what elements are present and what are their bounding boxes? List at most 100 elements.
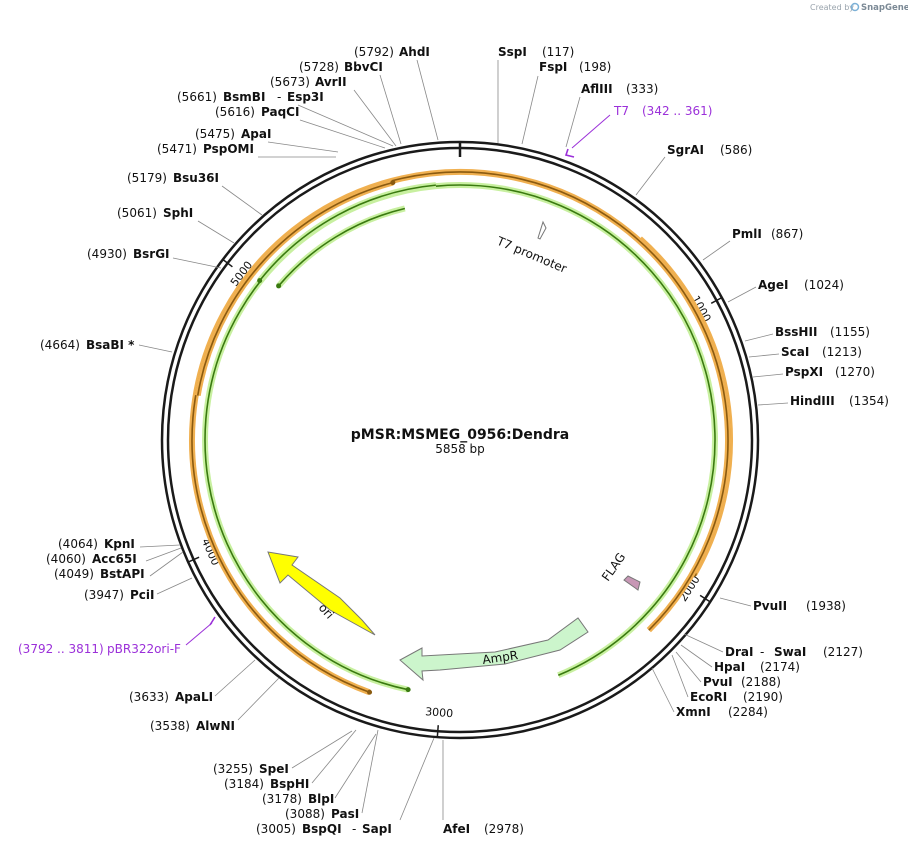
site-pcii-pos: (3947) [84,588,124,602]
site-leader-lines [138,59,789,821]
tick-mark-5000 [222,258,233,268]
orf-topleft-line[interactable] [196,181,394,396]
site-ecori-pos: (2190) [743,690,783,704]
site-bsshii-name[interactable]: BssHII [775,325,817,339]
site-pvui-name[interactable]: PvuI [703,675,733,689]
green-top-outer-line[interactable] [259,184,436,282]
site-pcii-name[interactable]: PciI [130,588,155,602]
site-bsabi-name[interactable]: BsaBI * [86,338,135,352]
site-paqci-name[interactable]: PaqCI [261,105,299,119]
site-bspqi-name[interactable]: BspQI [302,822,342,836]
site-fspi-name[interactable]: FspI [539,60,567,74]
snapgene-logo-icon [850,2,860,12]
site-pspxi-pos: (1270) [835,365,875,379]
site-sphi-name[interactable]: SphI [163,206,193,220]
site-ahdi-pos: (5792) [354,45,394,59]
site-leader-line [635,156,666,196]
site-bsrgi-pos: (4930) [87,247,127,261]
site-avrii-pos: (5673) [270,75,310,89]
site-leader-line [291,730,353,769]
site-hpai-name[interactable]: HpaI [714,660,745,674]
site-bsmbi-name[interactable]: BsmBI [223,90,265,104]
site-leader-line [671,654,689,698]
primer-pbr322ori-f[interactable]: (3792 .. 3811) pBR322ori-F [18,616,216,656]
site-acc65i-name[interactable]: Acc65I [92,552,137,566]
site-apai-name[interactable]: ApaI [241,127,271,141]
site-leader-line [727,286,757,303]
ampr-feature[interactable]: AmpR [399,617,589,682]
site-leader-line [311,729,357,784]
site-leader-line [379,74,402,145]
site-leader-line [156,577,193,595]
site-afei-name[interactable]: AfeI [443,822,470,836]
site-swai-name[interactable]: SwaI [774,645,806,659]
site-leader-line [334,733,377,799]
site-apai-pos: (5475) [195,127,235,141]
site-agei-name[interactable]: AgeI [758,278,788,292]
site-leader-line [237,677,280,721]
site-pvuii-name[interactable]: PvuII [753,599,787,613]
site-drai-pos: (2127) [823,645,863,659]
site-leader-line [565,96,581,148]
primer-pbr322ori-f-name: pBR322ori-F [107,642,181,656]
plasmid-size: 5858 bp [435,442,485,456]
site-bsphi-name[interactable]: BspHI [270,777,309,791]
site-pasi-name[interactable]: PasI [331,807,359,821]
site-leader-line [702,240,731,261]
site-apali-name[interactable]: ApaLI [175,690,213,704]
site-pvui-pos: (2188) [741,675,781,689]
tick-mark-4000 [187,556,200,563]
t7-promoter-label: T7 promoter [494,233,569,275]
site-avrii-name[interactable]: AvrII [315,75,347,89]
site-pspomi-name[interactable]: PspOMI [203,142,254,156]
primer-t7-name: T7 [613,104,629,118]
site-hindiii-pos: (1354) [849,394,889,408]
site-alwni-name[interactable]: AlwNI [196,719,235,733]
t7-promoter-feature[interactable]: T7 promoter [494,220,569,276]
site-blpi-name[interactable]: BlpI [308,792,334,806]
site-leader-line [752,373,784,378]
site-pspomi-pos: (5471) [157,142,197,156]
primer-t7[interactable]: T7 (342 .. 361) [564,104,712,158]
site-bsu36i-name[interactable]: Bsu36I [173,171,219,185]
site-pmli-name[interactable]: PmlI [732,227,762,241]
site-apali-pos: (3633) [129,690,169,704]
orf-bottom-arrowhead-icon [367,689,373,695]
site-bsabi-pos: (4664) [40,338,80,352]
site-bsrgi-name[interactable]: BsrGI [133,247,170,261]
site-drai-name[interactable]: DraI [725,645,753,659]
site-leader-line [197,220,235,244]
site-sspi-name[interactable]: SspI [498,45,527,59]
site-bstapi-name[interactable]: BstAPI [100,567,145,581]
green-top-inner-line[interactable] [277,207,406,287]
ampr-label: AmpR [481,648,518,667]
site-hindiii-name[interactable]: HindIII [790,394,835,408]
site-leader-line [651,667,675,713]
site-bbvci-name[interactable]: BbvCI [344,60,383,74]
green-top-inner-arrowhead-icon [276,283,282,289]
site-sgrai-pos: (586) [720,143,752,157]
site-leader-line [145,547,182,562]
site-leader-line [683,633,724,653]
site-kpni-name[interactable]: KpnI [104,537,135,551]
orf-bottom-line[interactable] [191,171,729,694]
site-afliii-name[interactable]: AflIII [581,82,613,96]
site-sgrai-name[interactable]: SgrAI [667,143,704,157]
site-agei-pos: (1024) [804,278,844,292]
site-spei-pos: (3255) [213,762,253,776]
site-leader-line [416,59,439,141]
site-xmni-name[interactable]: XmnI [676,705,711,719]
site-pspxi-name[interactable]: PspXI [785,365,823,379]
credit-created-by: Created by [810,3,854,12]
sites-right: SspI (117) FspI (198) AflIII (333) SgrAI… [443,45,889,836]
flag-feature[interactable]: FLAG [599,550,641,591]
site-fspi-pos: (198) [579,60,611,74]
site-esp3i-name[interactable]: Esp3I [287,90,324,104]
site-sapi-name[interactable]: SapI [362,822,392,836]
site-pvuii-pos: (1938) [806,599,846,613]
site-ahdi-name[interactable]: AhdI [399,45,430,59]
site-leader-line [680,644,713,668]
site-spei-name[interactable]: SpeI [259,762,289,776]
site-ecori-name[interactable]: EcoRI [690,690,727,704]
site-scai-name[interactable]: ScaI [781,345,809,359]
